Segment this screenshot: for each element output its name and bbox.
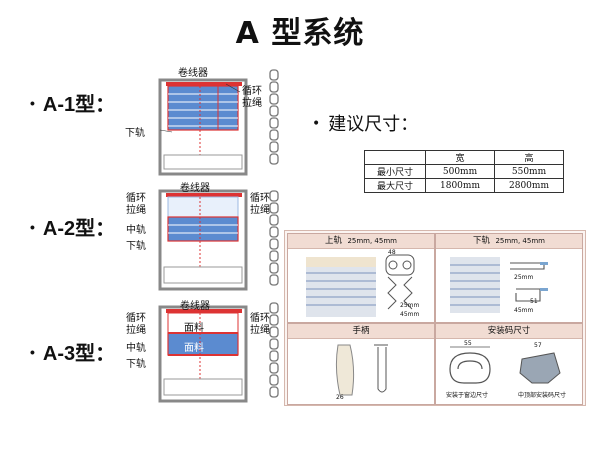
table-row: 最小尺寸 500mm 550mm (364, 164, 564, 179)
bullet-dot: • (30, 344, 35, 360)
label-winder: 卷线器 (180, 301, 210, 312)
top-rail-dim-1: 48 (388, 249, 396, 256)
bottom-rail-sizes: 25mm, 45mm (495, 237, 545, 245)
mount-panel: 安装码尺寸 55 57 安装于窗边尺寸 中顶部安装码尺寸 (435, 323, 583, 405)
bullet-dot: • (312, 116, 321, 132)
top-rail-panel: 上轨 25mm, 45mm 48 25mm 45mm (287, 233, 435, 323)
mount-dim-1: 55 (464, 340, 472, 347)
mount-caption-1: 安装于窗边尺寸 (446, 392, 489, 399)
table-header-cell: 高 (494, 150, 564, 165)
bullet-a1-label: A-1型： (42, 94, 116, 116)
label-fabric-bottom: 面料 (184, 343, 204, 354)
bullet-a2: • A-2型： (30, 212, 115, 241)
handle-dim: 26 (336, 394, 344, 401)
top-rail-header: 上轨 25mm, 45mm (288, 234, 434, 249)
bullet-dot: • (30, 219, 35, 235)
bullet-a2-label: A-2型： (42, 218, 116, 240)
table-header-cell (364, 150, 426, 165)
top-rail-sizes: 25mm, 45mm (347, 237, 397, 245)
label-loop: 循环 (242, 86, 262, 97)
label-fabric-top: 面料 (184, 323, 204, 334)
diagram-a1: 卷线器 循环 拉绳 下轨 (120, 62, 300, 180)
label-bottom-rail: 下轨 (126, 359, 146, 370)
diagram-a2-drawing (158, 189, 279, 291)
table-row: 最大尺寸 1800mm 2800mm (364, 178, 564, 193)
label-cord: 拉绳 (242, 98, 262, 109)
bottom-rail-drawing (450, 257, 548, 313)
table-header-row: 宽 高 (364, 150, 564, 165)
label-cord: 拉绳 (126, 205, 146, 216)
table-cell: 550mm (494, 164, 564, 179)
diagram-a1-drawing (158, 69, 279, 176)
handle-header: 手柄 (288, 324, 434, 339)
label-loop-right: 循环 (250, 193, 270, 204)
table-cell: 500mm (425, 164, 495, 179)
bottom-rail-header: 下轨 25mm, 45mm (436, 234, 582, 249)
handle-panel: 手柄 26 (287, 323, 435, 405)
spec-panel: 上轨 25mm, 45mm 48 25mm 45mm 下轨 25mm, 45mm (284, 230, 586, 406)
mount-header: 安装码尺寸 (436, 324, 582, 339)
label-loop: 循环 (126, 193, 146, 204)
mount-caption-2: 中顶部安装码尺寸 (518, 392, 567, 399)
label-middle-rail: 中轨 (126, 343, 146, 354)
label-winder: 卷线器 (180, 183, 210, 194)
page-title: A 型系统 (235, 16, 365, 51)
bottom-rail-dim-3: 51 (530, 298, 538, 305)
label-cord-right: 拉绳 (250, 205, 270, 216)
bullet-a3: • A-3型： (30, 337, 115, 366)
top-rail-label: 上轨 (325, 236, 343, 246)
bullet-dot: • (30, 95, 35, 111)
diagram-a3: 卷线器 循环 拉绳 循环 拉绳 中轨 下轨 面料 面料 (120, 297, 300, 405)
diagram-a3-drawing (158, 302, 279, 403)
label-loop-right: 循环 (250, 313, 270, 324)
bottom-rail-panel: 下轨 25mm, 45mm 25mm 45mm 51 (435, 233, 583, 323)
table-cell: 2800mm (494, 178, 564, 193)
label-cord-right: 拉绳 (250, 325, 270, 336)
label-winder: 卷线器 (178, 68, 208, 79)
top-rail-dim-2: 25mm (400, 302, 420, 309)
size-table: 宽 高 最小尺寸 500mm 550mm 最大尺寸 1800mm 2800mm (364, 150, 564, 193)
top-rail-drawing (306, 254, 415, 317)
top-rail-dim-3: 45mm (400, 311, 420, 318)
table-cell: 最大尺寸 (364, 178, 426, 193)
label-cord: 拉绳 (126, 325, 146, 336)
label-bottom-rail: 下轨 (125, 128, 145, 139)
mount-drawing (449, 346, 561, 384)
bullet-a3-label: A-3型： (42, 343, 116, 365)
bottom-rail-dim-1: 25mm (514, 274, 534, 281)
recommend-title-label: 建议尺寸： (328, 114, 419, 135)
bullet-a1: • A-1型： (30, 88, 115, 117)
mount-dim-2: 57 (534, 342, 542, 349)
label-middle-rail: 中轨 (126, 225, 146, 236)
recommend-title: • 建议尺寸： (312, 110, 418, 136)
table-header-cell: 宽 (425, 150, 495, 165)
handle-drawing (335, 344, 388, 396)
label-loop: 循环 (126, 313, 146, 324)
table-cell: 最小尺寸 (364, 164, 426, 179)
table-cell: 1800mm (425, 178, 495, 193)
bottom-rail-label: 下轨 (473, 236, 491, 246)
label-bottom-rail: 下轨 (126, 241, 146, 252)
diagram-a2: 卷线器 循环 拉绳 循环 拉绳 中轨 下轨 (120, 177, 300, 295)
bottom-rail-dim-2: 45mm (514, 307, 534, 314)
